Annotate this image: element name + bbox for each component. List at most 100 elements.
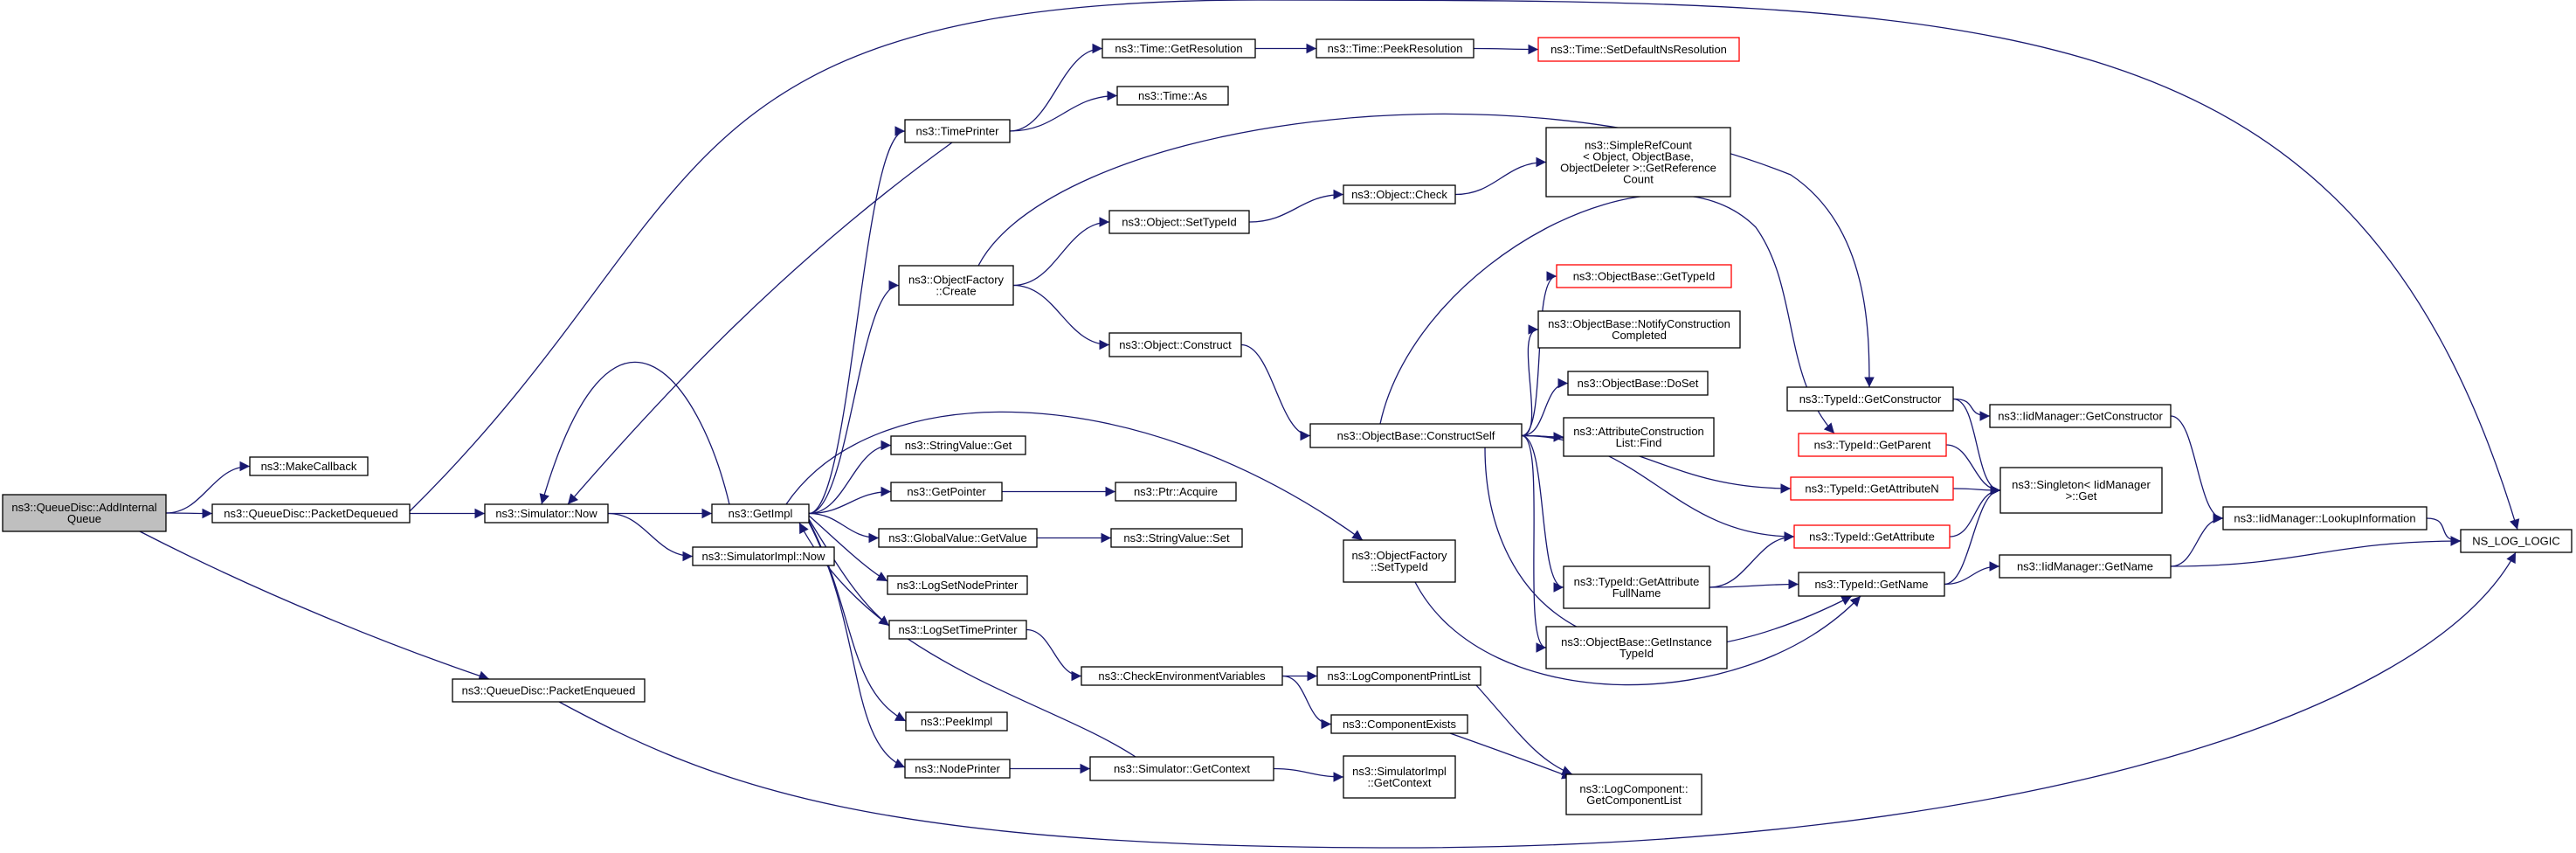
node-strset[interactable]: ns3::StringValue::Set [1110,528,1243,548]
node-box [1565,773,1702,815]
node-nodeprinter[interactable]: ns3::NodePrinter [904,759,1011,779]
edge-root-to-penq [139,531,490,681]
node-singleton[interactable]: ns3::Singleton< IidManager>::Get [1999,467,2163,514]
node-obgettypeid[interactable]: ns3::ObjectBase::GetTypeId [1556,264,1732,288]
node-strget[interactable]: ns3::StringValue::Get [890,435,1026,455]
node-label-line: ns3::MakeCallback [261,460,357,473]
node-penq[interactable]: ns3::QueueDisc::PacketEnqueued [452,678,646,703]
node-box [1545,127,1731,198]
node-label-line: >::Get [2066,489,2097,503]
edge-timeprinter-to-simnow [567,142,953,505]
node-notify[interactable]: ns3::ObjectBase::NotifyConstructionCompl… [1537,310,1741,349]
node-tidgetctor[interactable]: ns3::TypeId::GetConstructor [1786,386,1954,412]
node-tidgetattr[interactable]: ns3::TypeId::GetAttribute [1793,524,1951,549]
edge-checkenv-to-compexists [1281,675,1332,730]
node-tidgetattrn[interactable]: ns3::TypeId::GetAttributeN [1790,476,1954,501]
node-iidgetctor[interactable]: ns3::IidManager::GetConstructor [1989,404,2172,428]
node-label-line: Queue [67,512,101,525]
node-box [890,435,1026,455]
node-lsnp[interactable]: ns3::LogSetNodePrinter [887,575,1028,595]
node-label-line: ns3::Simulator::Now [495,507,597,520]
node-box [1786,386,1954,412]
node-ofsettid[interactable]: ns3::ObjectFactory::SetTypeId [1343,539,1456,583]
node-pdeq[interactable]: ns3::QueueDisc::PacketDequeued [211,503,411,524]
node-ofcreate[interactable]: ns3::ObjectFactory::Create [898,265,1014,306]
node-label-line: ns3::IidManager::LookupInformation [2234,512,2415,525]
node-label-line: ns3::QueueDisc::PacketDequeued [224,507,397,520]
node-label-line: ns3::ObjectBase::ConstructSelf [1337,429,1495,442]
node-label-line: NS_LOG_LOGIC [2472,535,2559,548]
node-box [1537,310,1741,349]
node-label-line: ns3::GetImpl [729,507,793,520]
node-gvget[interactable]: ns3::GlobalValue::GetValue [878,528,1038,548]
edge-tidgetattrfull-to-tidgetattr [1709,531,1795,588]
node-label-line: ns3::ObjectBase::NotifyConstruction [1548,317,1730,330]
node-box [1556,264,1732,288]
node-constructself[interactable]: ns3::ObjectBase::ConstructSelf [1309,423,1523,448]
edge-peekres-to-setdef [1473,44,1539,55]
node-simgetctx[interactable]: ns3::Simulator::GetContext [1089,756,1274,781]
node-label-line: ns3::Time::GetResolution [1115,42,1242,55]
edge-layer [139,0,2520,849]
node-box [484,503,609,524]
node-label-line: ns3::IidManager::GetName [2017,560,2153,573]
node-settypeid[interactable]: ns3::Object::SetTypeId [1108,210,1250,234]
node-checkenv[interactable]: ns3::CheckEnvironmentVariables [1081,666,1283,686]
node-peekres[interactable]: ns3::Time::PeekResolution [1316,38,1474,59]
node-box [904,759,1011,779]
node-label-line: ns3::Ptr::Acquire [1134,485,1218,498]
node-box [1567,371,1709,396]
edge-getimpl-to-lstp [808,518,890,627]
node-objcheck[interactable]: ns3::Object::Check [1343,184,1456,205]
node-box [1343,184,1456,205]
node-objconstruct[interactable]: ns3::Object::Construct [1108,332,1242,357]
node-iidgetname[interactable]: ns3::IidManager::GetName [1999,554,2172,579]
node-getres[interactable]: ns3::Time::GetResolution [1102,38,1256,59]
node-tidgetname[interactable]: ns3::TypeId::GetName [1798,572,1945,597]
node-label-line: ns3::Object::Check [1351,188,1447,201]
node-doset[interactable]: ns3::ObjectBase::DoSet [1567,371,1709,396]
node-box [1989,404,2172,428]
node-simnow[interactable]: ns3::Simulator::Now [484,503,609,524]
node-simimplctx[interactable]: ns3::SimulatorImpl::GetContext [1343,755,1456,799]
node-getimpl[interactable]: ns3::GetImpl [711,503,810,524]
edge-constructself-to-obgettypeid [1521,271,1557,437]
node-box [711,503,810,524]
node-label-line: ns3::SimulatorImpl::Now [702,550,825,563]
node-label-line: Completed [1612,329,1667,342]
node-label-line: ns3::IidManager::GetConstructor [1998,410,2163,423]
edge-objconstruct-to-constructself [1240,343,1311,441]
node-label-line: ns3::Simulator::GetContext [1114,762,1250,775]
edge-compexists-to-lcgetlist [1449,732,1573,780]
node-nslog[interactable]: NS_LOG_LOGIC [2460,529,2573,553]
node-tidgetparent[interactable]: ns3::TypeId::GetParent [1798,433,1947,457]
edge-getimpl-to-simnow [539,361,730,505]
node-ptracq[interactable]: ns3::Ptr::Acquire [1115,482,1237,502]
node-box [1999,554,2172,579]
node-iidlookup[interactable]: ns3::IidManager::LookupInformation [2222,506,2428,531]
edge-iidgetname-to-iidlookup [2170,513,2224,567]
node-timeprinter[interactable]: ns3::TimePrinter [904,119,1011,143]
node-label-line: ns3::TypeId::GetParent [1814,439,1931,452]
edge-getimpl-to-gvget [808,512,880,544]
node-label-line: ns3::AttributeConstruction [1573,425,1704,438]
node-box [1798,433,1947,457]
edge-root-to-mkcb [165,461,251,514]
node-refcount[interactable]: ns3::SimpleRefCount< Object, ObjectBase,… [1545,127,1731,198]
node-box [898,265,1014,306]
node-lcpl[interactable]: ns3::LogComponentPrintList [1316,666,1481,686]
node-lcgetlist[interactable]: ns3::LogComponent::GetComponentList [1565,773,1702,815]
node-timeas[interactable]: ns3::Time::As [1116,86,1229,106]
node-getptr[interactable]: ns3::GetPointer [890,482,1003,502]
node-setdef[interactable]: ns3::Time::SetDefaultNsResolution [1537,37,1740,62]
node-peekimpl[interactable]: ns3::PeekImpl [905,711,1008,732]
node-lstp[interactable]: ns3::LogSetTimePrinter [888,620,1027,640]
node-compexists[interactable]: ns3::ComponentExists [1330,714,1468,734]
node-mkcb[interactable]: ns3::MakeCallback [249,456,369,476]
node-simimplnow[interactable]: ns3::SimulatorImpl::Now [692,546,835,566]
